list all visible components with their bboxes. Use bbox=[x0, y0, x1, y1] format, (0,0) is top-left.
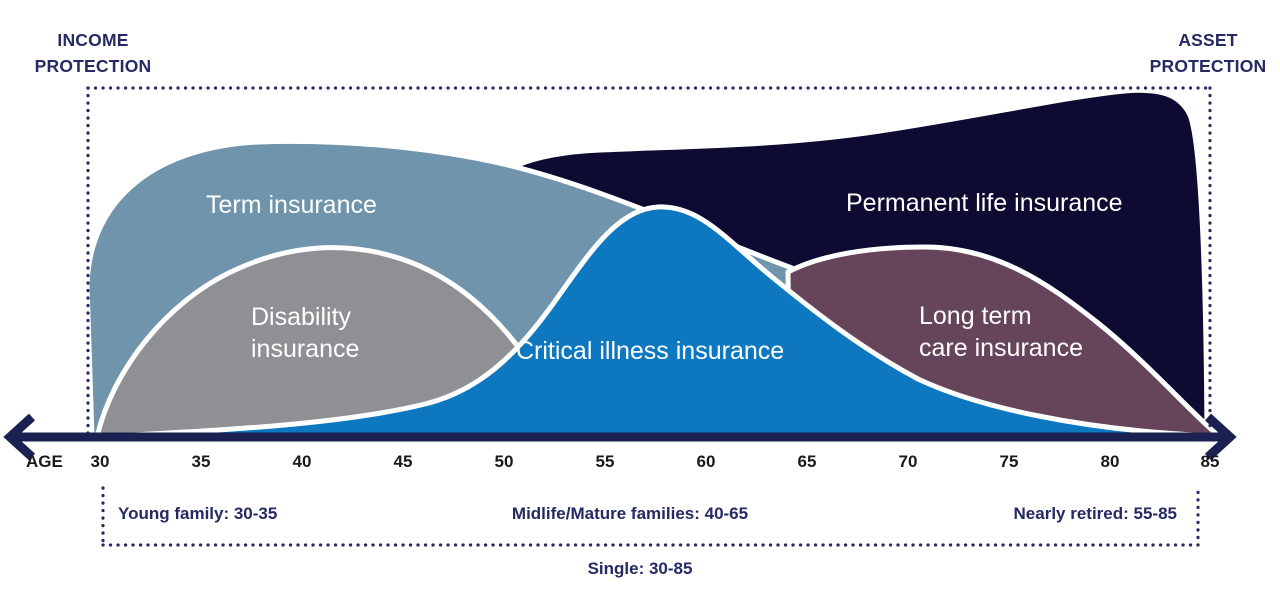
age-tick-50: 50 bbox=[494, 452, 514, 471]
asset-protection-title: ASSET PROTECTION bbox=[1149, 30, 1267, 77]
age-tick-80: 80 bbox=[1100, 452, 1120, 471]
term-insurance-label: Term insurance bbox=[206, 191, 377, 219]
age-tick-75: 75 bbox=[999, 452, 1019, 471]
area-critical-illness bbox=[92, 204, 1240, 440]
disability-insurance-label: Disability insurance bbox=[251, 303, 360, 363]
age-tick-70: 70 bbox=[898, 452, 918, 471]
segment-young-family: Young family: 30-35 bbox=[118, 504, 278, 523]
axis-arrow-right-icon bbox=[1204, 413, 1237, 461]
age-tick-65: 65 bbox=[797, 452, 817, 471]
age-tick-45: 45 bbox=[393, 452, 413, 471]
segment-single: Single: 30-85 bbox=[587, 559, 693, 578]
age-tick-55: 55 bbox=[595, 452, 615, 471]
age-tick-40: 40 bbox=[292, 452, 312, 471]
age-tick-85: 85 bbox=[1200, 452, 1220, 471]
axis-arrow-left-icon bbox=[3, 413, 36, 461]
segment-midlife-mature: Midlife/Mature families: 40-65 bbox=[511, 504, 749, 523]
long-term-care-insurance-label: Long term care insurance bbox=[919, 302, 1083, 362]
age-tick-30: 30 bbox=[90, 452, 110, 471]
income-protection-title: INCOME PROTECTION bbox=[34, 30, 152, 77]
age-axis-title: AGE bbox=[26, 452, 63, 471]
age-tick-60: 60 bbox=[696, 452, 716, 471]
permanent-life-insurance-label: Permanent life insurance bbox=[846, 189, 1123, 217]
segment-nearly-retired: Nearly retired: 55-85 bbox=[1013, 504, 1177, 523]
critical-illness-insurance-label: Critical illness insurance bbox=[516, 337, 785, 365]
age-tick-35: 35 bbox=[191, 452, 211, 471]
dotted-bracket-bottom bbox=[101, 486, 1200, 547]
